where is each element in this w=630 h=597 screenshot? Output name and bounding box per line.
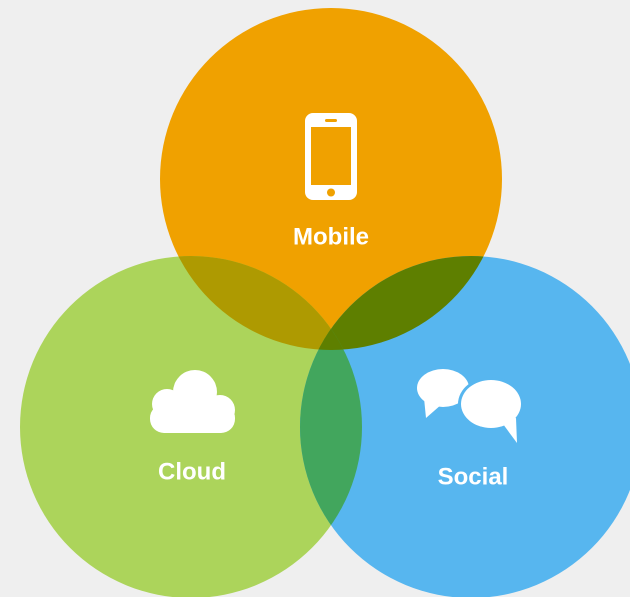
social-label: Social bbox=[438, 463, 509, 490]
cloud-icon bbox=[150, 370, 235, 433]
chat-bubbles-icon bbox=[417, 369, 524, 443]
mobile-label: Mobile bbox=[293, 223, 369, 250]
cloud-label: Cloud bbox=[158, 458, 226, 485]
smartphone-icon bbox=[305, 113, 357, 200]
